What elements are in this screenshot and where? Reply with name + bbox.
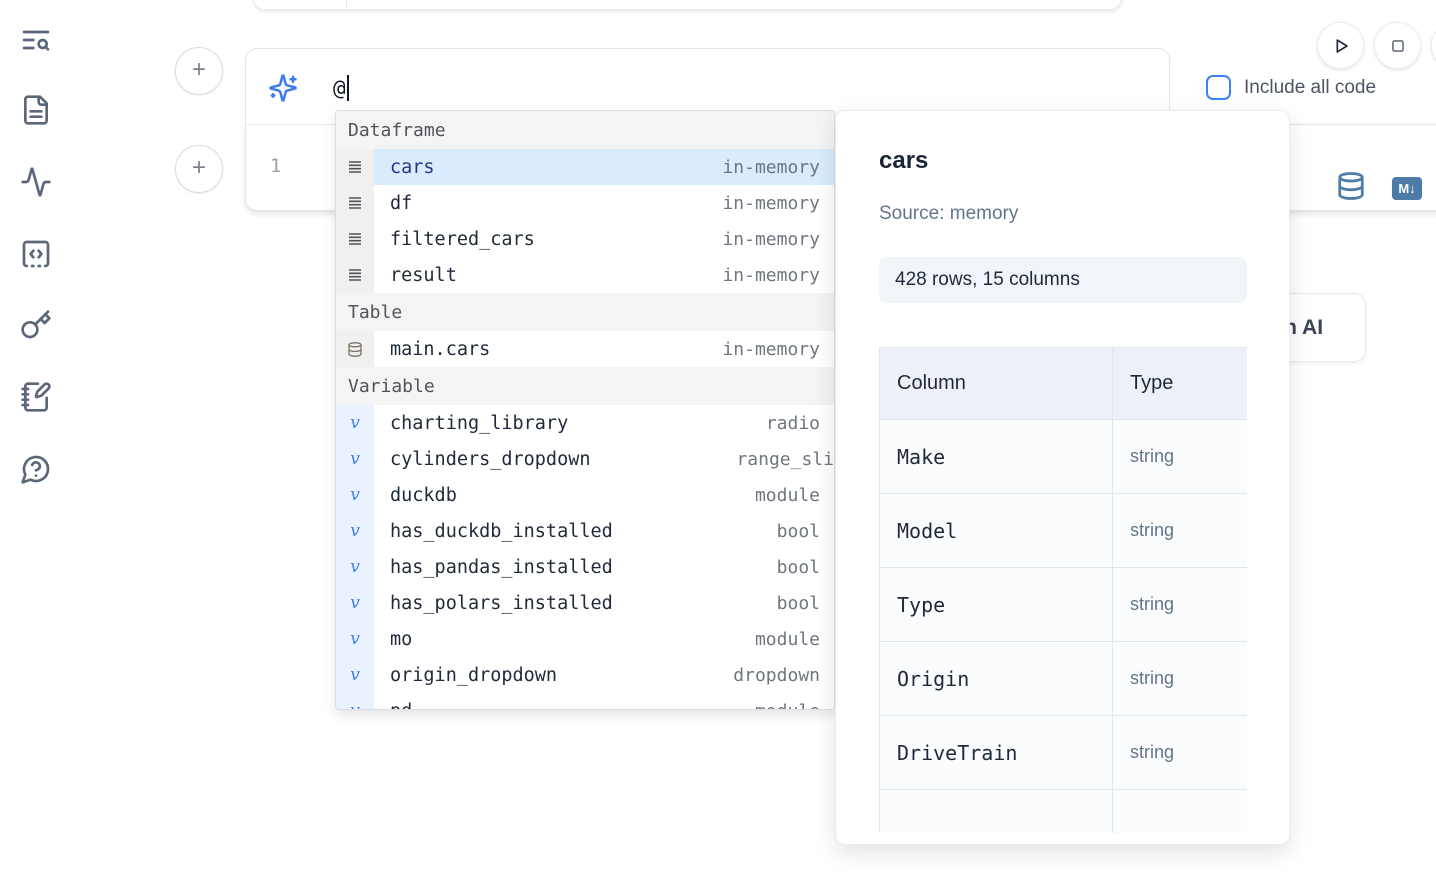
schema-header-row: Column Type <box>879 347 1247 420</box>
line-number: 1 <box>270 155 282 177</box>
stop-kernel-button[interactable] <box>1374 22 1421 69</box>
variable-icon: v <box>336 657 374 693</box>
variable-icon: v <box>336 477 374 513</box>
section-header-variable: Variable <box>336 367 834 405</box>
schema-row-drivetrain: DriveTrain string <box>879 715 1247 790</box>
variable-icon: v <box>336 621 374 657</box>
play-icon <box>1336 38 1348 53</box>
type-header: Type <box>1112 347 1247 420</box>
run-cell-button[interactable] <box>1317 22 1364 69</box>
include-all-code-label: Include all code <box>1244 76 1377 98</box>
preview-source: Source: memory <box>879 203 1019 224</box>
schema-row-type: Type string <box>879 567 1247 642</box>
section-header-dataframe: Dataframe <box>336 111 834 149</box>
rows-icon <box>336 257 374 293</box>
activity-icon[interactable] <box>20 166 52 198</box>
database-icon <box>336 331 374 367</box>
database-icon[interactable] <box>1336 171 1366 203</box>
rows-icon <box>336 185 374 221</box>
schema-table-wrap: Column Type Make string Model string Typ… <box>879 347 1247 833</box>
text-search-icon[interactable] <box>20 24 52 56</box>
snippets-code-icon[interactable] <box>20 238 52 270</box>
preview-title: cars <box>879 147 929 174</box>
help-chat-question-icon[interactable] <box>20 453 52 485</box>
completion-item-clipped[interactable]: v pdmodule <box>336 693 834 709</box>
variable-icon: v <box>336 441 374 477</box>
rows-icon <box>336 149 374 185</box>
dataframe-preview-popover: cars Source: memory 428 rows, 15 columns… <box>835 110 1290 845</box>
include-all-code-checkbox[interactable] <box>1206 75 1231 100</box>
gutter-divider <box>346 0 347 8</box>
shape-badge: 428 rows, 15 columns <box>879 257 1247 303</box>
column-header: Column <box>879 347 1113 420</box>
schema-row-clipped <box>879 789 1247 833</box>
file-text-icon[interactable] <box>20 94 52 126</box>
schema-row-model: Model string <box>879 493 1247 568</box>
extra-control-button[interactable] <box>1431 22 1436 69</box>
markdown-icon[interactable]: M↓ <box>1392 177 1422 200</box>
ai-prompt-value: @ <box>333 76 346 100</box>
rows-icon <box>336 221 374 257</box>
variable-icon: v <box>336 693 374 709</box>
variable-icon: v <box>336 513 374 549</box>
text-cursor <box>346 75 349 101</box>
sparkles-ai-icon <box>268 73 298 103</box>
section-header-table: Table <box>336 293 834 331</box>
variable-icon: v <box>336 585 374 621</box>
key-icon[interactable] <box>20 309 52 341</box>
add-cell-below-button[interactable]: + <box>175 145 223 193</box>
scratchpad-notebook-pen-icon[interactable] <box>20 381 52 413</box>
previous-cell-fragment <box>253 0 1122 10</box>
schema-row-make: Make string <box>879 419 1247 494</box>
stop-square-icon <box>1391 39 1404 52</box>
variable-icon: v <box>336 549 374 585</box>
schema-table: Column Type Make string Model string Typ… <box>879 347 1247 833</box>
variable-icon: v <box>336 405 374 441</box>
schema-row-origin: Origin string <box>879 641 1247 716</box>
add-cell-above-button[interactable]: + <box>175 47 223 95</box>
ai-prompt-input[interactable]: @ <box>333 73 633 103</box>
include-all-code-option: Include all code <box>1206 75 1376 100</box>
